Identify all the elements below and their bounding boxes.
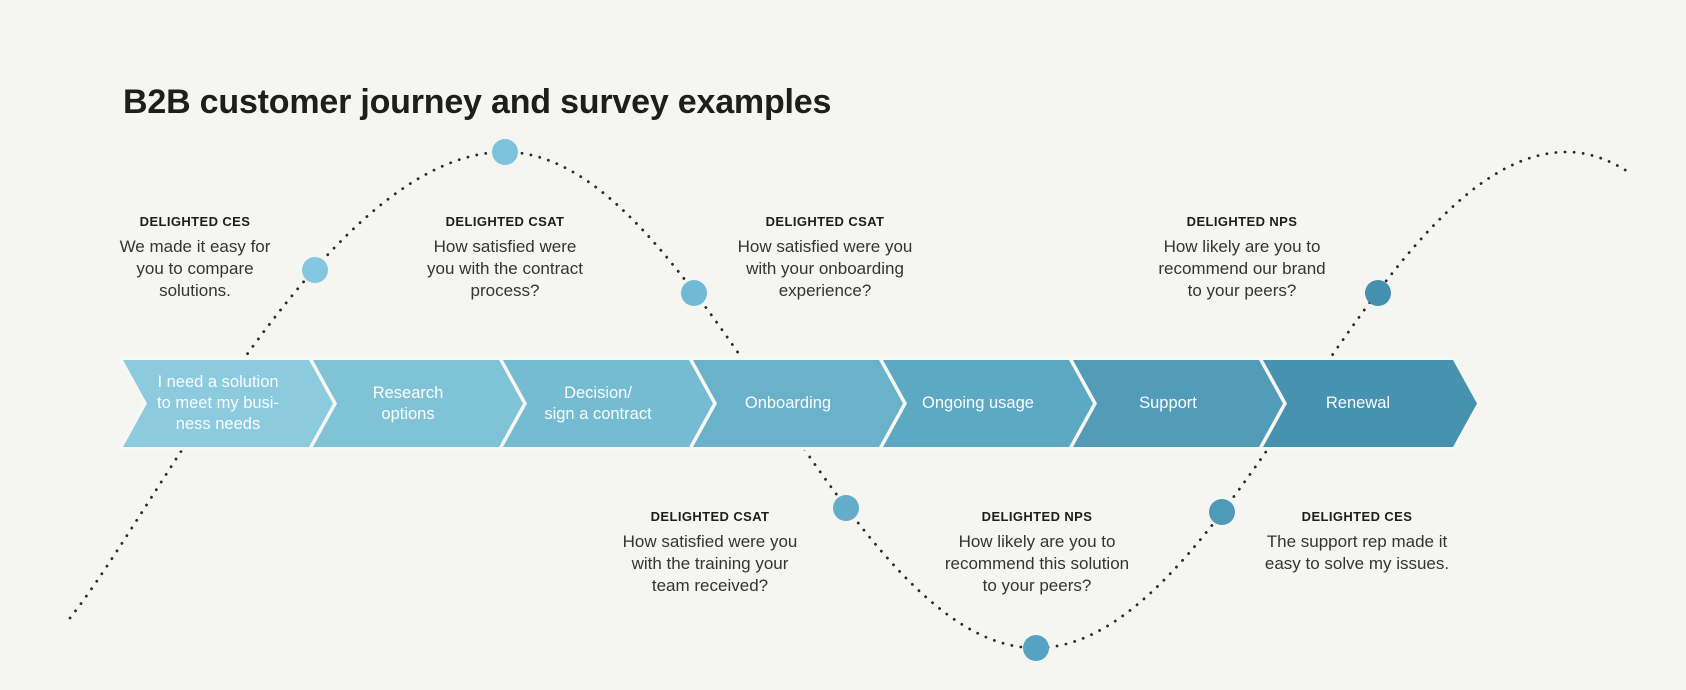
stage-label-line: I need a solution <box>157 373 279 391</box>
stage-label-line: Support <box>1139 394 1197 412</box>
stage-label-renewal: Renewal <box>1263 360 1453 447</box>
survey-question: We made it easy for you to compare solut… <box>119 237 271 300</box>
survey-question: How likely are you to recommend this sol… <box>944 532 1130 595</box>
touchpoint-dot-csat-onboarding <box>681 280 707 306</box>
survey-tag: DELIGHTED CES <box>139 214 251 229</box>
survey-callout-nps-solution: DELIGHTED NPS How likely are you to reco… <box>937 509 1137 597</box>
survey-question: How satisfied were you with your onboard… <box>737 237 913 300</box>
survey-question: How satisfied were you with the training… <box>622 532 798 595</box>
survey-tag: DELIGHTED CES <box>1301 509 1413 524</box>
touchpoint-dot-ces-support <box>1209 499 1235 525</box>
survey-callout-csat-training: DELIGHTED CSAT How satisfied were you wi… <box>618 509 803 597</box>
touchpoint-dot-ces-compare <box>302 257 328 283</box>
survey-callout-ces-support: DELIGHTED CES The support rep made it ea… <box>1260 509 1455 575</box>
stage-label-decision-contract: Decision/ sign a contract <box>503 360 693 447</box>
survey-callout-ces-compare: DELIGHTED CES We made it easy for you to… <box>118 214 273 302</box>
survey-tag: DELIGHTED CSAT <box>445 214 565 229</box>
stage-label-line: Ongoing usage <box>922 394 1034 412</box>
survey-tag: DELIGHTED CSAT <box>650 509 770 524</box>
touchpoint-dot-nps-brand <box>1365 280 1391 306</box>
survey-tag: DELIGHTED NPS <box>1186 214 1298 229</box>
stage-label-line: ness needs <box>175 415 261 433</box>
stage-label-line: sign a contract <box>544 404 652 423</box>
stage-label-line: Research <box>372 383 444 402</box>
touchpoint-dot-csat-contract <box>492 139 518 165</box>
survey-callout-nps-brand: DELIGHTED NPS How likely are you to reco… <box>1150 214 1335 302</box>
stage-label-line: Onboarding <box>744 394 832 412</box>
survey-tag: DELIGHTED NPS <box>981 509 1093 524</box>
stage-label-support: Support <box>1073 360 1263 447</box>
survey-question: How satisfied were you with the contract… <box>427 237 583 300</box>
stage-label-need-solution: I need a solution to meet my busi- ness … <box>123 360 313 447</box>
survey-question: How likely are you to recommend our bran… <box>1158 237 1326 300</box>
stage-label-line: Renewal <box>1325 394 1391 412</box>
touchpoint-dot-nps-solution <box>1023 635 1049 661</box>
stage-label-research-options: Research options <box>313 360 503 447</box>
survey-callout-csat-onboarding: DELIGHTED CSAT How satisfied were you wi… <box>733 214 918 302</box>
stage-label-ongoing-usage: Ongoing usage <box>883 360 1073 447</box>
page-title: B2B customer journey and survey examples <box>123 82 832 121</box>
survey-callout-csat-contract: DELIGHTED CSAT How satisfied were you wi… <box>420 214 590 302</box>
stage-label-line: options <box>381 404 435 423</box>
touchpoint-dot-csat-training <box>833 495 859 521</box>
stage-label-line: Decision/ <box>564 383 632 402</box>
stage-label-line: to meet my busi- <box>157 394 279 412</box>
survey-question: The support rep made it easy to solve my… <box>1264 532 1450 573</box>
stage-arrow-renewal <box>1257 356 1481 451</box>
survey-tag: DELIGHTED CSAT <box>765 214 885 229</box>
stage-label-onboarding: Onboarding <box>693 360 883 447</box>
